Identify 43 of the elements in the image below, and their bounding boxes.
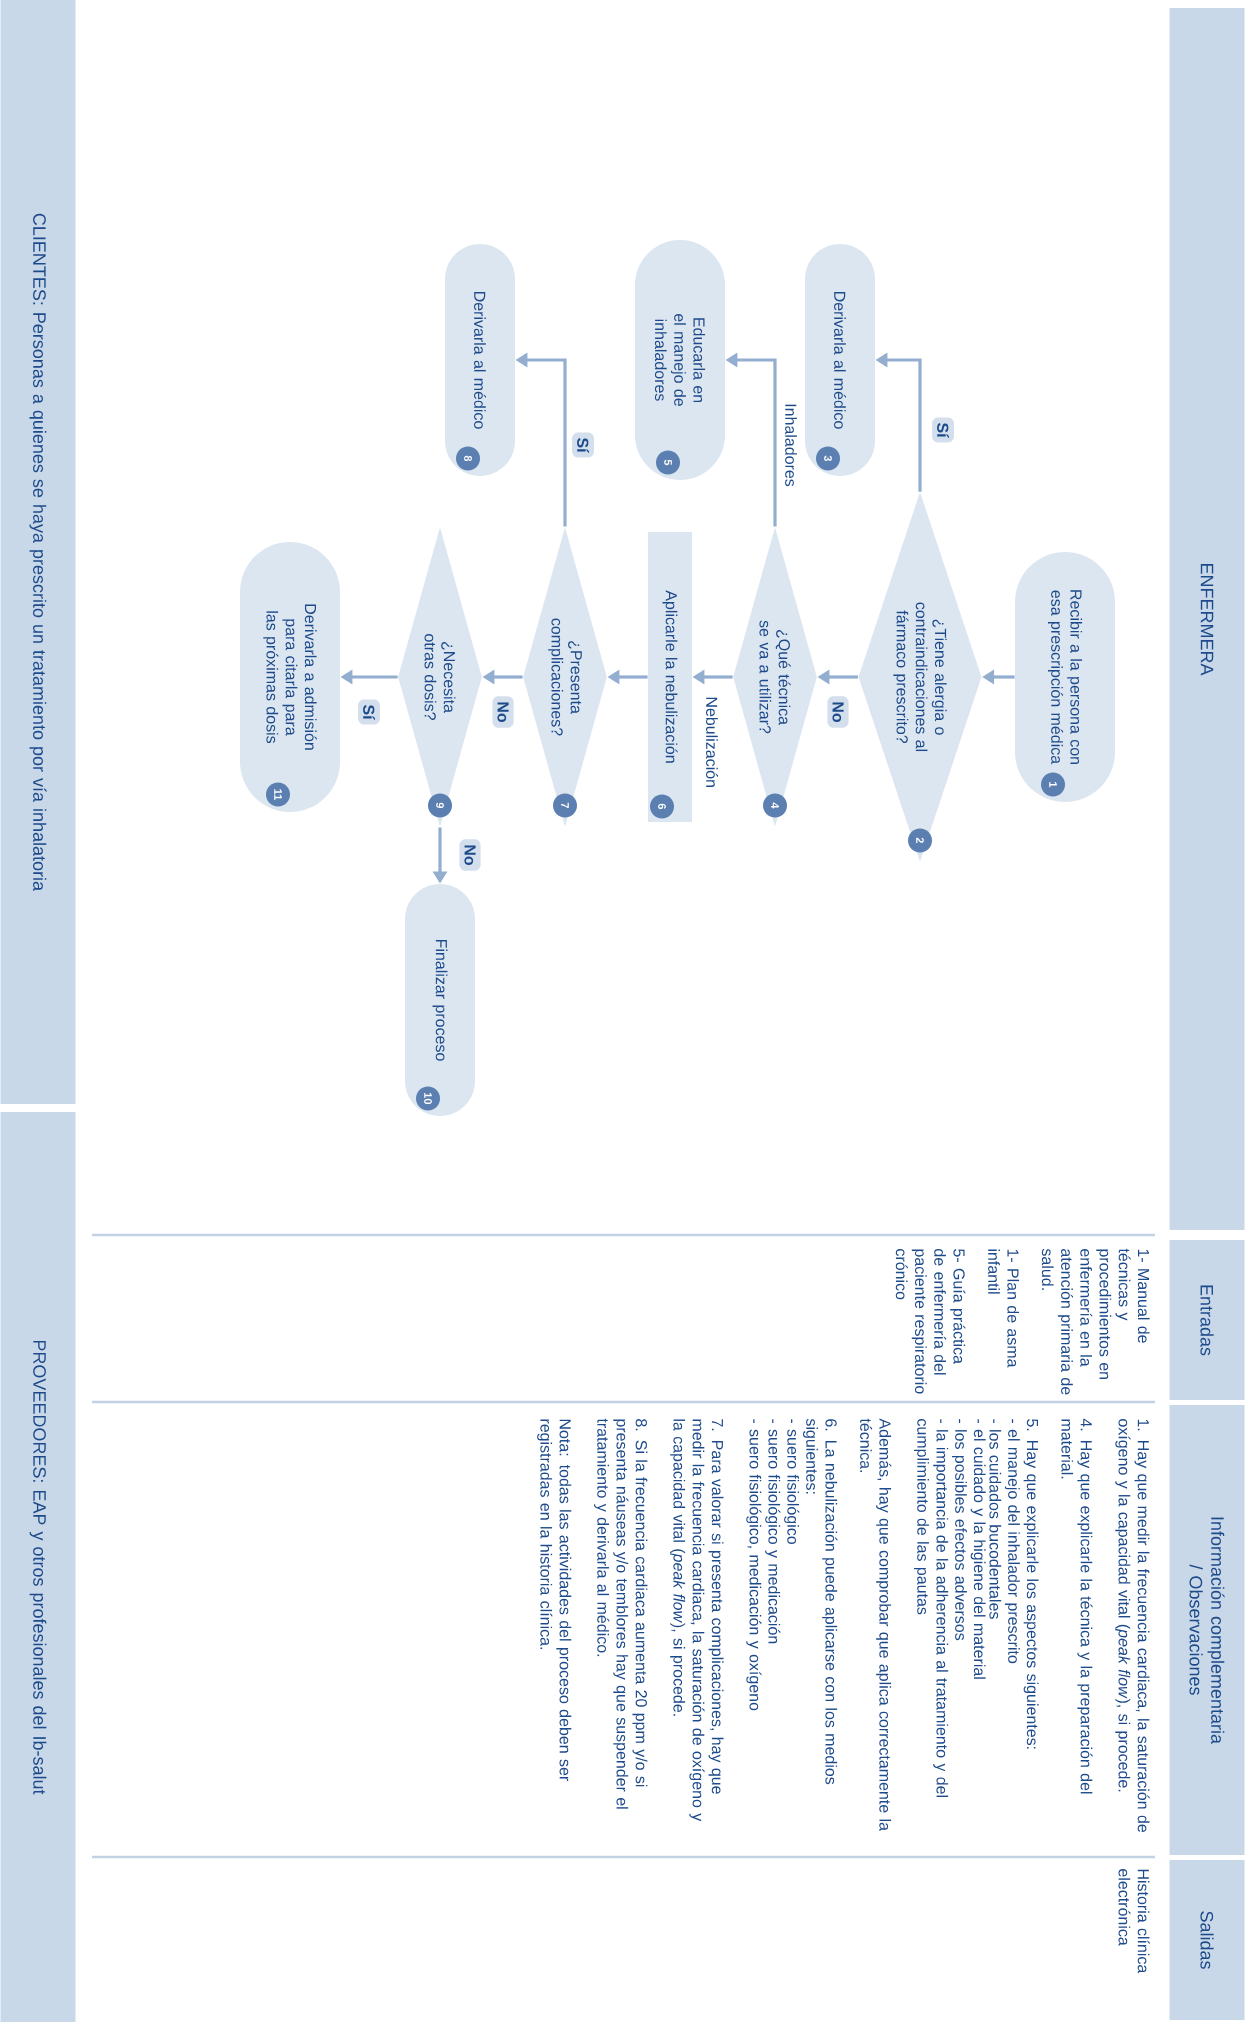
- step-number-badge: 3: [816, 446, 840, 471]
- step-number-badge: 6: [650, 794, 674, 819]
- note-text: Nota: todas las actividades del proceso deben ser registradas en la historia clínica.: [537, 1419, 572, 1781]
- list-item: - la importancia de la adherencia al tratamiento y del cumplimiento de las pautas: [914, 1419, 949, 1797]
- edge-label: No: [492, 696, 514, 728]
- edge-label: Inhaladores: [783, 401, 799, 489]
- step-number-badge: 8: [456, 446, 480, 471]
- step-number-badge: 7: [553, 793, 577, 818]
- list-item: - suero fisiológico: [784, 1419, 800, 1544]
- footer-band: PROVEEDORES: EAP y otros profesionales del Ib-salut: [0, 1112, 76, 2022]
- output-text: Historia clínica electrónica: [1118, 1869, 1150, 1974]
- header-band: ENFERMERA: [1169, 8, 1245, 1230]
- edge-label: Nebulización: [704, 694, 720, 790]
- list-item: - los cuidados bucodentales: [989, 1419, 1002, 1619]
- step-number-badge: 2: [908, 828, 932, 853]
- header-band: Entradas: [1169, 1240, 1245, 1400]
- edge-label: Sí: [358, 699, 380, 725]
- edge-label: Sí: [932, 417, 954, 443]
- list-item: - los posibles efectos adversos: [951, 1419, 967, 1641]
- header-band: Salidas: [1169, 1860, 1245, 2020]
- note-text: 5. Hay que explicarle los aspectos siguientes:: [1023, 1419, 1039, 1749]
- list-item: - el cuidado y la higiene del material: [970, 1419, 986, 1679]
- list-item: - suero fisiológico, medicación y oxígeno: [746, 1419, 762, 1711]
- reference-text: 1- Manual de técnicas y procedimientos en enfermería en la atención primaria de salud.: [1041, 1248, 1150, 1395]
- note-text: Además, hay que comprobar que aplica correctamente la técnica.: [860, 1418, 892, 1831]
- step-number-badge: 11: [266, 782, 290, 807]
- note-text: 6. La nebulización puede aplicarse con los medios siguientes:: [803, 1418, 838, 1785]
- footer-band: CLIENTES: Personas a quienes se haya prescrito un tratamiento por vía inhalatoria: [0, 0, 76, 1104]
- header-band: Información complementaria / Observaciones: [1169, 1405, 1245, 1855]
- note-text: 4. Hay que explicarle la técnica y la preparación del material.: [1061, 1418, 1093, 1794]
- edge-label: Sí: [572, 432, 594, 458]
- edge-label: No: [459, 839, 481, 871]
- reference-text: 5- Guía práctica de enfermería del paciente respiratorio crónico: [895, 1249, 966, 1394]
- step-number-badge: 5: [656, 450, 680, 475]
- list-item: - el manejo del inhalador prescrito: [1004, 1419, 1020, 1664]
- step-number-badge: 9: [428, 793, 452, 818]
- step-number-badge: 10: [416, 1086, 440, 1111]
- reference-text: 1- Plan de asma infantil: [988, 1249, 1020, 1368]
- step-number-badge: 1: [1041, 772, 1065, 797]
- list-item: - suero fisiológico y medicación: [765, 1419, 781, 1644]
- note-text: 8. Si la frecuencia cardiaca aumenta 20 ppm y/o si presenta náuseas y/o temblores hay que suspender el tratamiento y derivarla al médico.: [594, 1418, 648, 1809]
- edge-label: No: [827, 696, 849, 728]
- step-number-badge: 4: [763, 793, 787, 818]
